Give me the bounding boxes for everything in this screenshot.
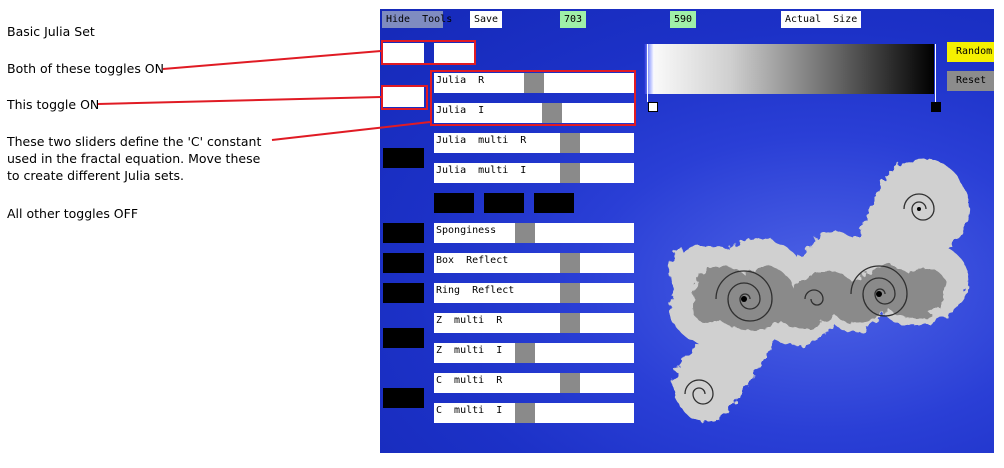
slider-label: Julia multi I xyxy=(436,165,527,176)
annotation-both-toggles: Both of these toggles ON xyxy=(7,61,164,76)
highlight-julia-mode-toggle xyxy=(381,85,428,110)
hide-tools-button[interactable]: Hide Tools xyxy=(382,11,452,28)
slider-label: C multi I xyxy=(436,405,503,416)
highlight-julia-toggles xyxy=(381,40,476,65)
height-value-field[interactable]: 590 xyxy=(670,11,697,28)
slider-label: Julia R xyxy=(436,75,485,86)
slider-z-multi-i[interactable]: Z multi I xyxy=(434,343,634,363)
random-button[interactable]: Random xyxy=(947,42,994,62)
slider-label: Julia I xyxy=(436,105,485,116)
toggle-z-multi[interactable] xyxy=(383,328,424,348)
slider-z-multi-r[interactable]: Z multi R xyxy=(434,313,634,333)
toggle-julia-1[interactable] xyxy=(383,43,424,63)
arrow-line xyxy=(97,96,382,105)
slider-label: Julia multi R xyxy=(436,135,527,146)
slider-c-multi-r[interactable]: C multi R xyxy=(434,373,634,393)
slider-julia-multi-i[interactable]: Julia multi I xyxy=(434,163,634,183)
slider-label: C multi R xyxy=(436,375,503,386)
annotation-sliders-line2: used in the fractal equation. Move these xyxy=(7,151,261,166)
fractal-app-window: Hide Tools Save 703 590 Actual Size Juli… xyxy=(380,9,994,453)
actual-size-button[interactable]: Actual Size xyxy=(781,11,862,28)
slider-thumb[interactable] xyxy=(524,73,544,93)
gradient-handle-black[interactable] xyxy=(931,102,941,112)
slider-thumb[interactable] xyxy=(560,313,580,333)
annotation-this-toggle: This toggle ON xyxy=(7,97,100,112)
slider-julia-r[interactable]: Julia R xyxy=(434,73,634,93)
toggle-julia-mode[interactable] xyxy=(383,87,424,107)
save-button[interactable]: Save xyxy=(470,11,503,28)
gradient-stop-line xyxy=(935,44,936,102)
slider-sponginess[interactable]: Sponginess xyxy=(434,223,634,243)
toggle-c-multi[interactable] xyxy=(383,388,424,408)
slider-julia-i[interactable]: Julia I xyxy=(434,103,634,123)
slider-thumb[interactable] xyxy=(515,343,535,363)
slider-thumb[interactable] xyxy=(560,253,580,273)
highlight-julia-sliders xyxy=(430,70,636,126)
gradient-stop-line xyxy=(647,44,648,102)
slider-label: Z multi R xyxy=(436,315,503,326)
gradient-left-stop xyxy=(644,44,654,94)
slider-label: Ring Reflect xyxy=(436,285,515,296)
toggle-sponginess[interactable] xyxy=(383,223,424,243)
slider-label: Box Reflect xyxy=(436,255,509,266)
julia-fractal-canvas[interactable] xyxy=(634,139,994,453)
slider-thumb[interactable] xyxy=(515,403,535,423)
slider-julia-multi-r[interactable]: Julia multi R xyxy=(434,133,634,153)
annotation-sliders-line3: to create different Julia sets. xyxy=(7,168,185,183)
annotation-title: Basic Julia Set xyxy=(7,24,95,39)
slider-thumb[interactable] xyxy=(560,133,580,153)
gradient-handle-white[interactable] xyxy=(648,102,658,112)
slider-label: Sponginess xyxy=(436,225,497,236)
slider-thumb[interactable] xyxy=(560,163,580,183)
color-gradient-bar[interactable] xyxy=(644,44,934,94)
slider-thumb[interactable] xyxy=(542,103,562,123)
width-value-field[interactable]: 703 xyxy=(560,11,587,28)
annotation-other-toggles: All other toggles OFF xyxy=(7,206,139,221)
annotation-sliders-line1: These two sliders define the 'C' constan… xyxy=(7,134,262,149)
option-box-3[interactable] xyxy=(534,193,574,213)
slider-c-multi-i[interactable]: C multi I xyxy=(434,403,634,423)
slider-thumb[interactable] xyxy=(560,373,580,393)
reset-button[interactable]: Reset xyxy=(947,71,994,91)
slider-box-reflect[interactable]: Box Reflect xyxy=(434,253,634,273)
slider-label: Z multi I xyxy=(436,345,503,356)
toggle-julia-2[interactable] xyxy=(434,43,475,63)
arrow-line xyxy=(162,50,382,70)
slider-thumb[interactable] xyxy=(560,283,580,303)
toggle-box-reflect[interactable] xyxy=(383,253,424,273)
toggle-julia-multi[interactable] xyxy=(383,148,424,168)
option-box-1[interactable] xyxy=(434,193,474,213)
toggle-ring-reflect[interactable] xyxy=(383,283,424,303)
slider-thumb[interactable] xyxy=(515,223,535,243)
option-box-2[interactable] xyxy=(484,193,524,213)
slider-ring-reflect[interactable]: Ring Reflect xyxy=(434,283,634,303)
